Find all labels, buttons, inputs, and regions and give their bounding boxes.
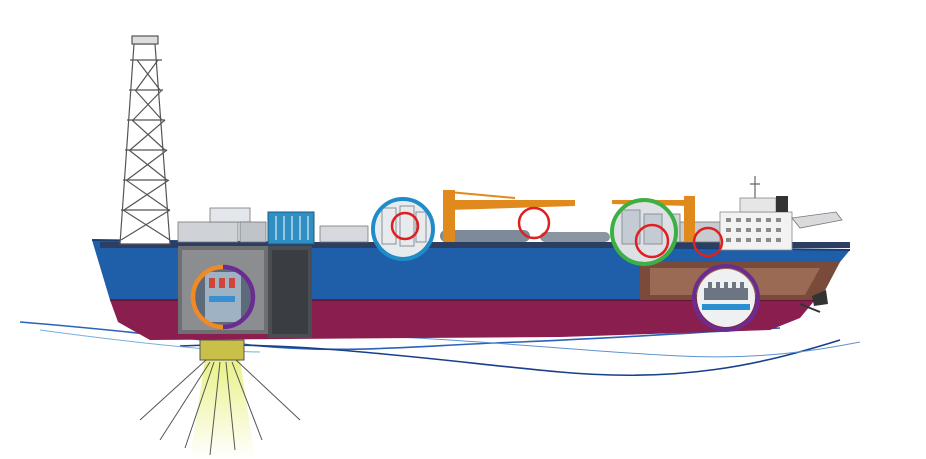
engine-ring (692, 264, 760, 332)
turret-ring-orange (190, 264, 224, 330)
process-detail-left-hotspot[interactable] (390, 211, 420, 241)
process-left-ring (371, 197, 435, 261)
turret-ring-purple (222, 264, 256, 330)
propeller (799, 290, 828, 313)
engine-room-hotspot[interactable] (692, 264, 760, 332)
process-detail-right-hotspot[interactable] (634, 223, 670, 259)
process-module-left-hotspot[interactable] (371, 197, 435, 261)
turret-buoy (199, 339, 245, 361)
blue-module (267, 211, 315, 245)
utility-detail-hotspot[interactable] (692, 226, 724, 258)
derrick-tower (119, 35, 171, 245)
riser-glow (139, 339, 301, 459)
crane-left (443, 190, 575, 242)
deck (100, 242, 850, 248)
turret-mooring-hotspot[interactable] (190, 264, 256, 330)
process-detail-mid-hotspot[interactable] (517, 206, 551, 240)
helideck (791, 211, 843, 229)
process-right-ring (610, 198, 678, 266)
accommodation-block (719, 176, 843, 251)
